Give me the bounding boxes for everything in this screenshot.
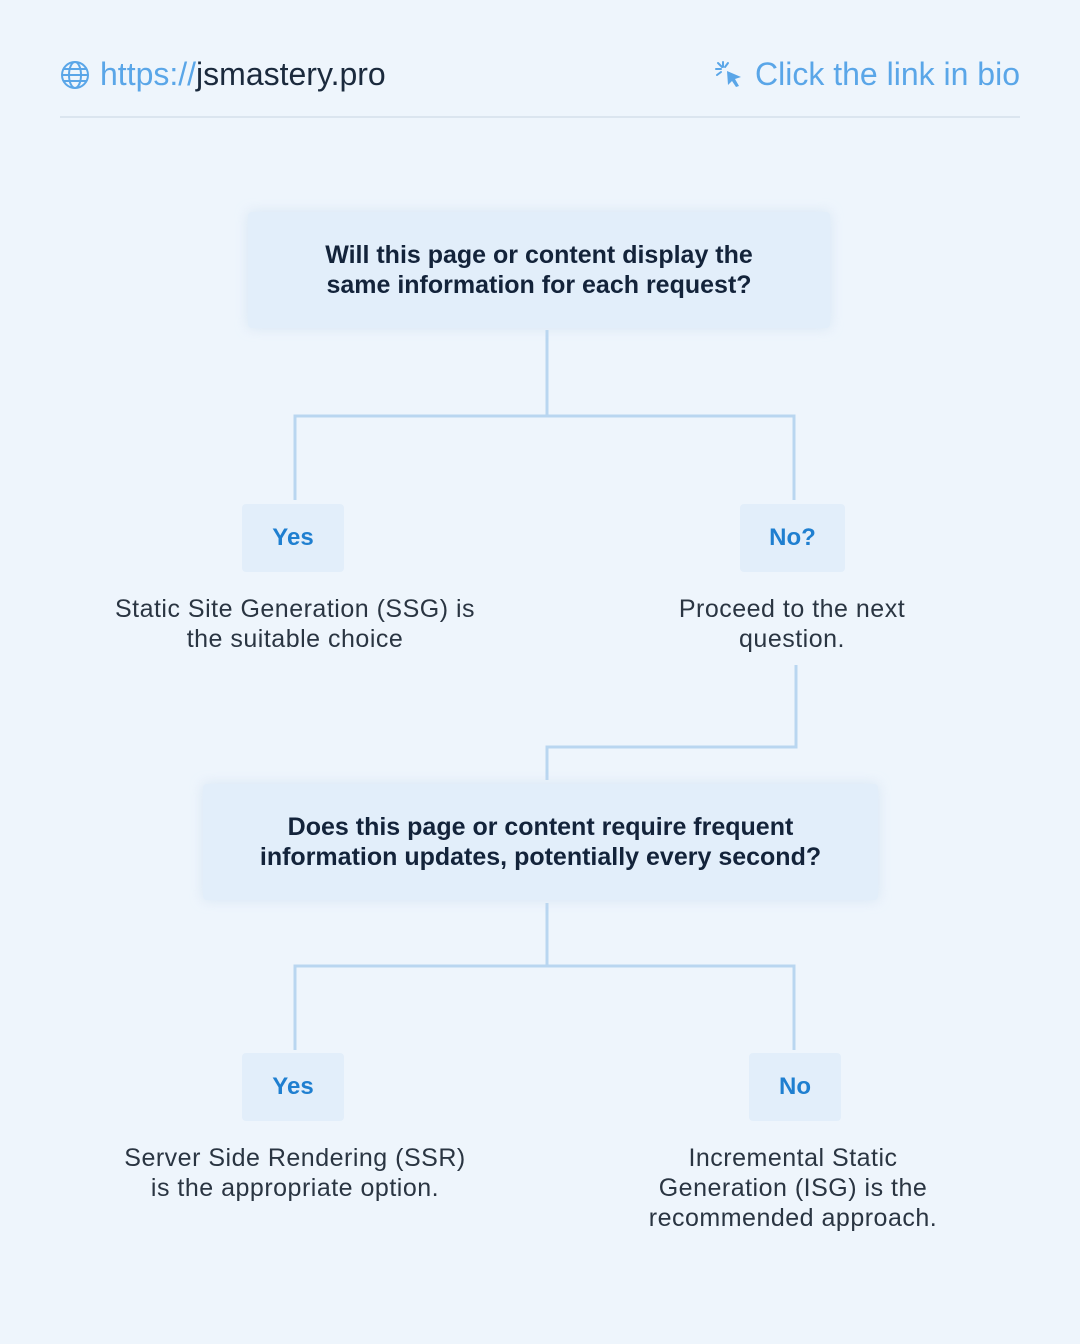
- globe-icon: [61, 60, 89, 89]
- url-protocol: https://: [100, 56, 197, 92]
- q2-connector: [293, 903, 796, 1050]
- q2-yes-badge: Yes: [242, 1053, 344, 1121]
- cursor-click-icon: [715, 60, 741, 87]
- website-link[interactable]: https://jsmastery.pro: [60, 56, 386, 93]
- question-2-text: Does this page or content require freque…: [259, 813, 822, 871]
- q2-no-badge: No: [749, 1053, 841, 1121]
- header-divider: [60, 116, 1020, 118]
- question-2-box: Does this page or content require freque…: [203, 784, 878, 900]
- next-question-connector: [545, 665, 798, 780]
- q1-yes-label: Yes: [272, 524, 314, 551]
- cta-link[interactable]: Click the link in bio: [715, 56, 1020, 93]
- q1-yes-badge: Yes: [242, 504, 344, 572]
- q1-connector: [293, 330, 796, 500]
- q1-no-label: No?: [769, 524, 816, 551]
- q2-yes-result: Server Side Rendering (SSR) is the appro…: [124, 1144, 466, 1202]
- q2-no-label: No: [779, 1073, 811, 1100]
- q1-no-result: Proceed to the next question.: [678, 595, 906, 653]
- q1-no-badge: No?: [740, 504, 845, 572]
- question-1-text: Will this page or content display the sa…: [325, 241, 753, 299]
- q2-no-result: Incremental Static Generation (ISG) is t…: [648, 1144, 938, 1232]
- q1-yes-result: Static Site Generation (SSG) is the suit…: [114, 595, 476, 653]
- url-domain: jsmastery.pro: [196, 56, 386, 92]
- cta-label: Click the link in bio: [755, 56, 1020, 92]
- q2-yes-label: Yes: [272, 1073, 314, 1100]
- header: https://jsmastery.pro Click the link in …: [60, 50, 1020, 100]
- question-1-box: Will this page or content display the sa…: [248, 212, 830, 328]
